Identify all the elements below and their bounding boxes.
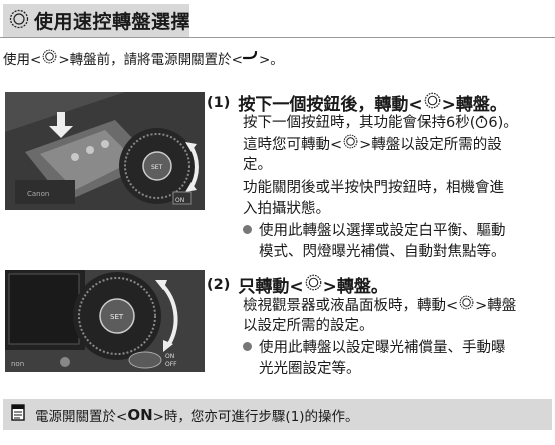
step1-head-after: >轉盤。	[441, 95, 507, 115]
step1-heading: (1) 按下一個按鈕後，轉動< >轉盤。	[207, 90, 507, 115]
timer-icon	[475, 115, 488, 131]
note-on-label: ON	[127, 405, 153, 424]
note-text: 電源開關置於<ON>時，您亦可進行步驟(1)的操作。	[35, 405, 359, 425]
step1-para2-line2: 入拍攝狀態。	[243, 201, 330, 217]
step1-para1-line1: 按下一個按鈕時，其功能會保持6秒(6)。	[243, 115, 518, 131]
step2-bullet: 使用此轉盤以設定曝光補償量、手動曝	[243, 338, 506, 359]
page-title: 使用速控轉盤選擇	[34, 11, 191, 33]
camera-photo-step2: non SET ON OFF	[5, 270, 205, 372]
note-icon	[11, 404, 25, 425]
photo2-switch-on: ON	[165, 353, 174, 360]
photo2-set-label: SET	[110, 313, 124, 321]
step2-head-after: >轉盤。	[322, 277, 388, 297]
rotation-arrow-icon	[189, 144, 199, 190]
bullet-dot-icon	[243, 225, 252, 234]
press-arrow-icon	[49, 112, 73, 138]
bullet-dot-icon	[243, 342, 252, 351]
intro-text-before: 使用<	[3, 52, 42, 68]
quick-control-dial-icon	[459, 295, 474, 317]
step1-bullet-line2: 模式、閃燈曝光補償、自動對焦點等。	[259, 244, 506, 260]
timer-value: 6	[488, 115, 498, 131]
intro-line: 使用< >轉盤前，請將電源開關置於< >。	[3, 48, 284, 68]
step1-para1-line3: 定。	[243, 157, 272, 173]
step1-head-before: 按下一個按鈕後，轉動<	[238, 95, 423, 115]
intro-text-after: >轉盤前，請將電源開關置於<	[58, 52, 243, 68]
rotation-arrow-icon	[159, 282, 178, 345]
step2-number: (2)	[207, 276, 231, 293]
photo2-switch-off: OFF	[165, 361, 177, 368]
quick-control-dial-icon	[42, 49, 57, 68]
step2-heading: (2) 只轉動< >轉盤。	[207, 272, 388, 297]
step2-bullet-line2: 光光圈設定等。	[259, 361, 361, 377]
step2-head-before: 只轉動<	[238, 277, 304, 297]
quick-control-dial-icon	[424, 92, 441, 114]
photo1-brand: Canon	[27, 190, 49, 198]
note-bar: 電源開關置於<ON>時，您亦可進行步驟(1)的操作。	[3, 399, 552, 430]
camera-photo-step1: Canon SET ON	[5, 92, 205, 210]
step2-para-line2: 以設定所需的設定。	[243, 318, 374, 334]
step1-para1-line2: 這時您可轉動< >轉盤以設定所需的設	[243, 134, 502, 156]
quick-control-dial-icon	[343, 134, 358, 156]
step1-number: (1)	[207, 94, 231, 111]
photo1-switch-label: ON	[175, 197, 184, 204]
photo1-set-label: SET	[151, 164, 163, 171]
photo2-brand: non	[11, 360, 24, 368]
title-divider	[0, 37, 555, 38]
step2-para-line1: 檢視觀景器或液晶面板時，轉動< >轉盤	[243, 295, 516, 317]
section-title-bar: 使用速控轉盤選擇	[3, 4, 191, 37]
step1-para2-line1: 功能關閉後或半按快門按鈕時，相機會進	[243, 180, 504, 196]
quick-control-dial-icon	[305, 274, 322, 296]
power-on-j-icon	[242, 50, 259, 66]
step1-bullet: 使用此轉盤以選擇或設定白平衡、驅動	[243, 221, 506, 242]
quick-control-dial-icon	[9, 9, 29, 33]
intro-text-end: >。	[258, 52, 284, 68]
